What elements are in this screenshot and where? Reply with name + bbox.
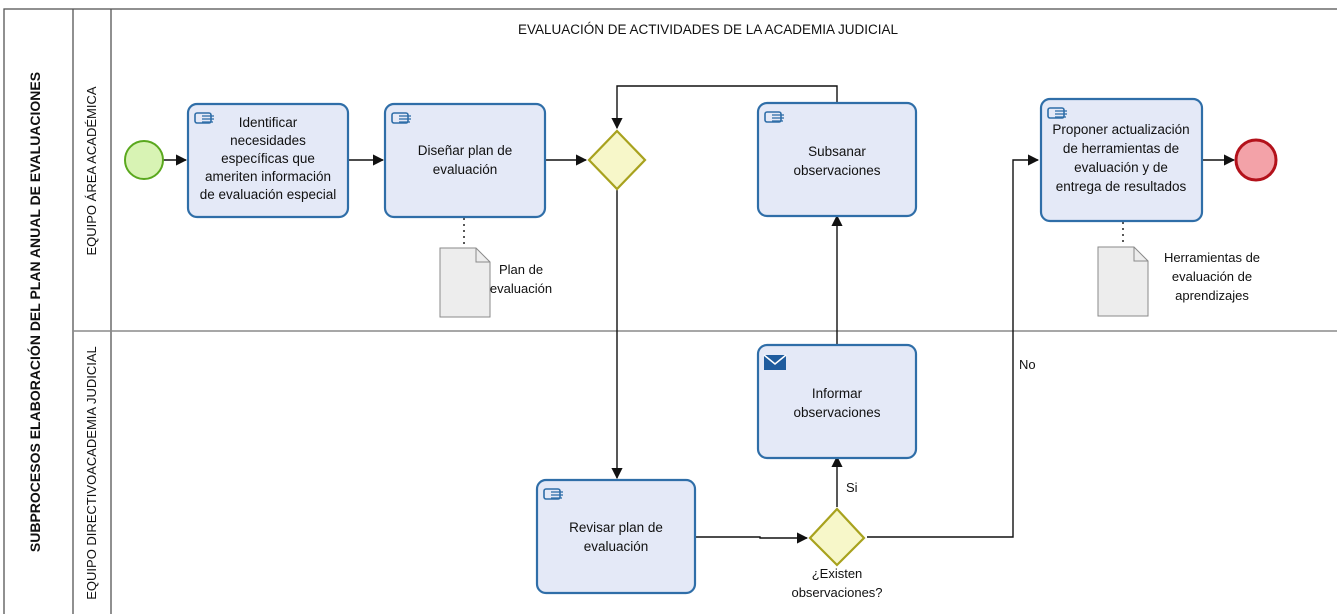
data-object-herramientas[interactable]: Herramientas de evaluación de aprendizaj… [1097, 246, 1260, 317]
flow-label-yes: Si [846, 480, 858, 495]
task-identificar-line-3: específicas que [221, 151, 315, 166]
document-icon [439, 247, 491, 318]
data-object-herramientas-line-2: evaluación de [1172, 269, 1252, 284]
start-event[interactable] [124, 140, 164, 180]
task-informar[interactable]: Informar observaciones [756, 343, 918, 460]
task-informar-line-2: observaciones [793, 405, 880, 420]
end-event[interactable] [1234, 138, 1278, 182]
pool-header: EVALUACIÓN DE ACTIVIDADES DE LA ACADEMIA… [518, 22, 899, 37]
task-revisar-line-1: Revisar plan de [569, 520, 663, 535]
flow-subsanar-to-gateway [611, 85, 838, 130]
sequence-flows [163, 85, 1236, 544]
data-object-herramientas-line-1: Herramientas de [1164, 250, 1260, 265]
task-proponer-line-1: Proponer actualización [1052, 122, 1189, 137]
gateway-existen-label-2: observaciones? [791, 585, 882, 600]
task-informar-line-1: Informar [812, 386, 863, 401]
task-identificar-line-2: necesidades [230, 133, 306, 148]
hand-icon [391, 112, 411, 124]
hand-icon [194, 112, 214, 124]
task-identificar[interactable]: Identificar necesidades específicas que … [186, 102, 350, 219]
data-object-plan-line-1: Plan de [499, 262, 543, 277]
task-revisar-line-2: evaluación [584, 539, 649, 554]
lane-label-equipo-directivo: EQUIPO DIRECTIVOACADEMIA JUDICIAL [84, 346, 99, 600]
task-subsanar[interactable]: Subsanar observaciones [756, 101, 918, 218]
task-subsanar-line-2: observaciones [793, 163, 880, 178]
document-icon [1097, 246, 1149, 317]
hand-icon [543, 488, 563, 500]
pool: SUBPROCESOS ELABORACIÓN DEL PLAN ANUAL D… [3, 8, 1337, 614]
data-object-herramientas-line-3: aprendizajes [1175, 288, 1249, 303]
flow-existen-to-proponer [867, 154, 1040, 538]
gateway-merge[interactable] [587, 129, 647, 191]
task-disenar-line-2: evaluación [433, 162, 498, 177]
envelope-icon [763, 354, 787, 370]
task-subsanar-line-1: Subsanar [808, 144, 866, 159]
flow-revisar-to-existen [696, 532, 809, 544]
task-identificar-line-1: Identificar [239, 115, 298, 130]
hand-icon [1047, 107, 1067, 119]
task-revisar[interactable]: Revisar plan de evaluación [535, 478, 697, 595]
task-disenar[interactable]: Diseñar plan de evaluación [383, 102, 547, 219]
task-disenar-line-1: Diseñar plan de [418, 143, 513, 158]
task-proponer-line-4: entrega de resultados [1056, 179, 1187, 194]
task-proponer-line-3: evaluación y de [1074, 160, 1168, 175]
pool-border [3, 8, 1337, 614]
pool-title: SUBPROCESOS ELABORACIÓN DEL PLAN ANUAL D… [26, 72, 43, 552]
data-object-plan[interactable]: Plan de evaluación [439, 247, 552, 318]
task-proponer[interactable]: Proponer actualización de herramientas d… [1039, 97, 1204, 223]
task-identificar-line-4: ameriten información [205, 169, 331, 184]
lane-label-area-academica: EQUIPO ÁREA ACADÉMICA [84, 86, 99, 255]
data-object-plan-line-2: evaluación [490, 281, 552, 296]
gateway-existen-label-1: ¿Existen [812, 566, 863, 581]
flow-label-no: No [1019, 357, 1036, 372]
gateway-existen-observaciones[interactable] [808, 507, 866, 567]
hand-icon [764, 111, 784, 123]
task-proponer-line-2: de herramientas de [1063, 141, 1179, 156]
task-identificar-line-5: de evaluación especial [200, 187, 337, 202]
